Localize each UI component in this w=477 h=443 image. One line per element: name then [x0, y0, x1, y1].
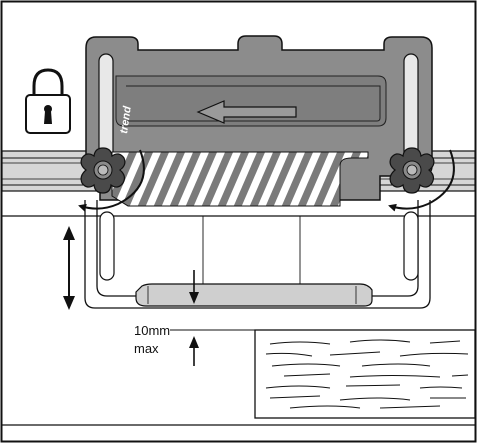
padlock-icon — [25, 68, 71, 134]
lower-slots — [99, 211, 419, 281]
gap-indicator — [170, 329, 255, 366]
right-star-knob-icon — [389, 147, 435, 194]
brand-logo: trend — [118, 105, 134, 134]
finger-stripe — [280, 152, 314, 206]
finger-stripe — [248, 152, 282, 206]
right-rotate-arrow-icon — [388, 149, 455, 212]
pressure-shoe — [135, 283, 373, 307]
left-star-knob-icon — [80, 147, 126, 194]
featherboard-fingers — [111, 151, 369, 207]
plate-slots — [98, 53, 419, 173]
finger-stripe — [296, 152, 330, 206]
finger-stripe — [200, 152, 234, 206]
finger-stripe — [264, 152, 298, 206]
finger-stripe — [152, 152, 186, 206]
feed-direction-arrow-icon — [196, 100, 297, 124]
finger-stripe — [120, 152, 154, 206]
finger-stripe — [136, 152, 170, 206]
double-arrow-icon — [63, 226, 75, 310]
finger-stripe — [312, 152, 346, 206]
finger-stripe — [232, 152, 266, 206]
gap-label-line2: max — [134, 341, 159, 356]
wood-grain-icon — [254, 329, 476, 419]
finger-stripe — [184, 152, 218, 206]
finger-stripe — [168, 152, 202, 206]
gap-label-line1: 10mm — [134, 323, 170, 338]
shoe-gap-arrow-down — [189, 270, 199, 304]
left-rotate-arrow-icon — [78, 149, 145, 212]
finger-stripe — [216, 152, 250, 206]
